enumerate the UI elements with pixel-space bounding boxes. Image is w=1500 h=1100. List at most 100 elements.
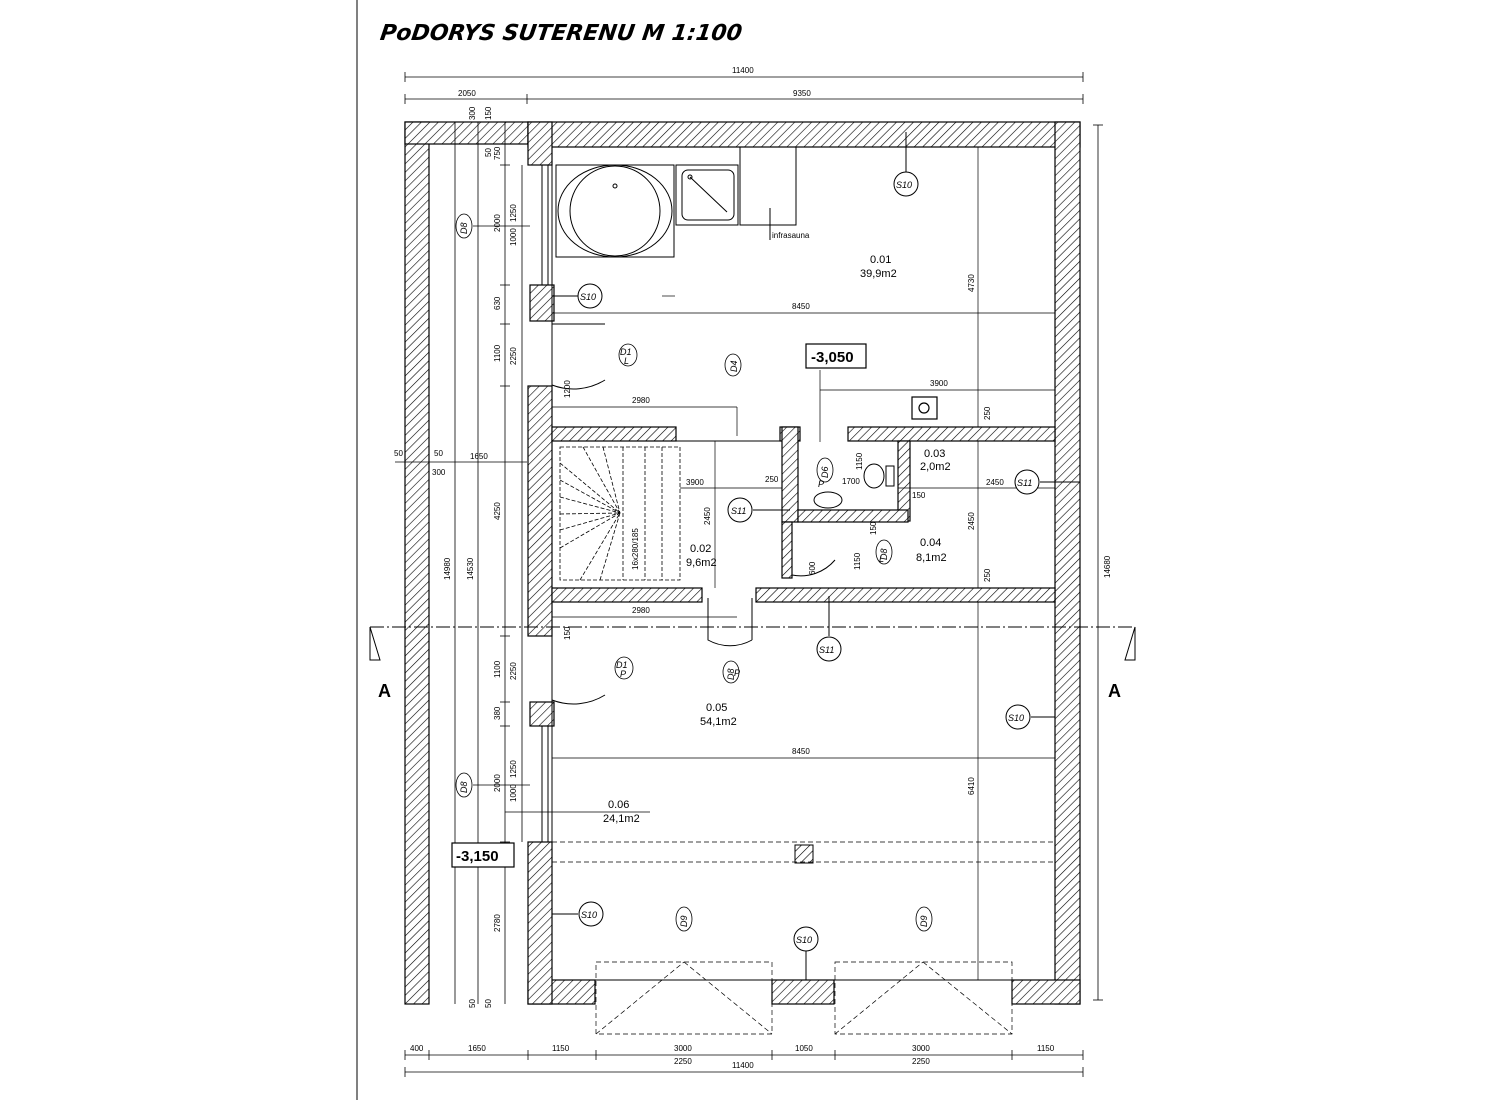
dim-left-inner: 14530 <box>466 557 475 580</box>
dim-int-12: 250 <box>983 406 992 420</box>
dim-top-right: 9350 <box>793 89 811 98</box>
dim-int-7: 1150 <box>855 452 864 470</box>
dim-left-chain-1: 2000 <box>493 214 502 232</box>
dim-left-chain-2: 630 <box>493 296 502 310</box>
dim-left-chain-0: 750 <box>493 146 502 160</box>
door-tag-d8-mid: D8 <box>879 548 889 560</box>
door-tag-d6: D6 <box>820 466 830 478</box>
dim-left-sub-2: 2250 <box>509 347 518 365</box>
bottom-dimensions <box>404 1050 1084 1077</box>
dim-left-chain-6: 380 <box>493 706 502 720</box>
garage-doors <box>552 841 1055 1035</box>
dim-int-13: 150 <box>869 521 878 535</box>
dim-top-left: 2050 <box>458 89 476 98</box>
level-top: -3,050 <box>811 349 854 366</box>
dim-bottom-5: 3000 <box>912 1044 930 1053</box>
dim-int-15: 2980 <box>632 606 650 615</box>
staircase <box>559 446 681 581</box>
drawing-title: PoDORYS SUTERENU M 1:100 <box>379 20 744 46</box>
dim-left-chain-5: 1100 <box>493 660 502 678</box>
dim-bottom-3: 3000 <box>674 1044 692 1053</box>
door-tag-d8-left-bot: D8 <box>459 781 469 793</box>
room-0-id: 0.01 <box>870 254 891 266</box>
whirlpool <box>555 164 675 258</box>
door-tag-d8-bot-p: P <box>734 668 740 678</box>
shower <box>675 164 739 226</box>
interior-dimension-lines <box>505 147 1055 980</box>
dim-left-small-6: 1650 <box>470 452 488 461</box>
toilet <box>863 463 895 489</box>
tag-s11-3: S11 <box>819 645 834 655</box>
dim-left-chain-7: 2000 <box>493 774 502 792</box>
dim-left-chain-4: 4250 <box>493 502 502 520</box>
door-tag-d1-top: D1 <box>620 347 632 357</box>
door-tag-d1-bot: D1 <box>616 660 628 670</box>
dim-int-8: 1700 <box>842 477 860 486</box>
door-tag-d9-right: D9 <box>919 915 929 927</box>
room-3-id: 0.04 <box>920 537 941 549</box>
dim-left-small-1: 150 <box>484 106 493 120</box>
dim-int-1: 4730 <box>967 274 976 292</box>
dim-right-total: 14680 <box>1103 555 1112 578</box>
dim-left-sub-5: 1000 <box>509 784 518 802</box>
room-5-area: 24,1m2 <box>603 813 640 825</box>
section-mark-right: A <box>1108 681 1121 701</box>
dim-left-chain-8: 2780 <box>493 914 502 932</box>
level-box-top <box>805 343 867 369</box>
chimney <box>911 396 938 420</box>
infrasauna-label: infrasauna <box>772 231 810 240</box>
tag-s10-3: S10 <box>1008 713 1024 723</box>
dim-int-19: 250 <box>983 568 992 582</box>
dim-int-10: 2450 <box>986 478 1004 487</box>
level-bottom: -3,150 <box>456 848 499 865</box>
dim-int-16: 8450 <box>792 747 810 756</box>
top-dimensions <box>404 72 1084 104</box>
dim-top-total: 11400 <box>732 66 754 75</box>
section-mark-left: A <box>378 681 391 701</box>
dim-int-18: 600 <box>808 561 817 575</box>
dim-bottom-sub-a: 2250 <box>674 1057 692 1066</box>
dim-left-small-7: 1200 <box>563 380 572 398</box>
dim-int-3: 2980 <box>632 396 650 405</box>
room-3-area: 8,1m2 <box>916 552 947 564</box>
dim-left-small-8: 150 <box>563 626 572 640</box>
door-tag-d9-left: D9 <box>679 915 689 927</box>
wall-tags <box>552 132 1080 980</box>
door-tag-d8-left-top: D8 <box>459 222 469 234</box>
dim-left-small-9: 50 <box>468 999 477 1008</box>
dim-left-chain-3: 1100 <box>493 344 502 362</box>
dim-bottom-0: 400 <box>410 1044 424 1053</box>
leader-lines <box>473 225 675 786</box>
door-tag-d1-top-l: L <box>624 356 629 366</box>
dim-left-small-4: 50 <box>434 449 443 458</box>
column <box>794 844 814 864</box>
dim-int-0: 8450 <box>792 302 810 311</box>
room-2-id: 0.03 <box>924 448 945 460</box>
tag-s10-4: S10 <box>581 910 597 920</box>
room-4-id: 0.05 <box>706 702 727 714</box>
dim-left-small-5: 300 <box>432 468 446 477</box>
dim-left-sub-3: 2250 <box>509 662 518 680</box>
dim-int-14: 1150 <box>853 552 862 570</box>
right-dimension <box>1093 124 1103 1001</box>
dim-left-small-0: 300 <box>468 106 477 120</box>
doors <box>551 323 836 705</box>
tag-s11-1: S11 <box>1017 478 1032 488</box>
tag-s10-2: S10 <box>580 292 596 302</box>
dim-left-small-2: 50 <box>484 148 493 157</box>
dim-left-small-3: 50 <box>394 449 403 458</box>
room-1-area: 9,6m2 <box>686 557 717 569</box>
room-0-area: 39,9m2 <box>860 268 897 280</box>
room-2-area: 2,0m2 <box>920 461 951 473</box>
dim-left-total: 14980 <box>443 557 452 580</box>
dim-bottom-total: 11400 <box>732 1061 754 1070</box>
tag-s10-5: S10 <box>796 935 812 945</box>
door-tag-d8-bot: D8 <box>726 668 736 680</box>
section-line <box>369 626 1136 661</box>
dim-int-4: 3900 <box>686 478 704 487</box>
dim-bottom-1: 1650 <box>468 1044 486 1053</box>
stair-spec: 16x280/185 <box>631 528 640 570</box>
door-tag-d6-p: P <box>818 479 824 489</box>
walls <box>404 121 1081 1005</box>
